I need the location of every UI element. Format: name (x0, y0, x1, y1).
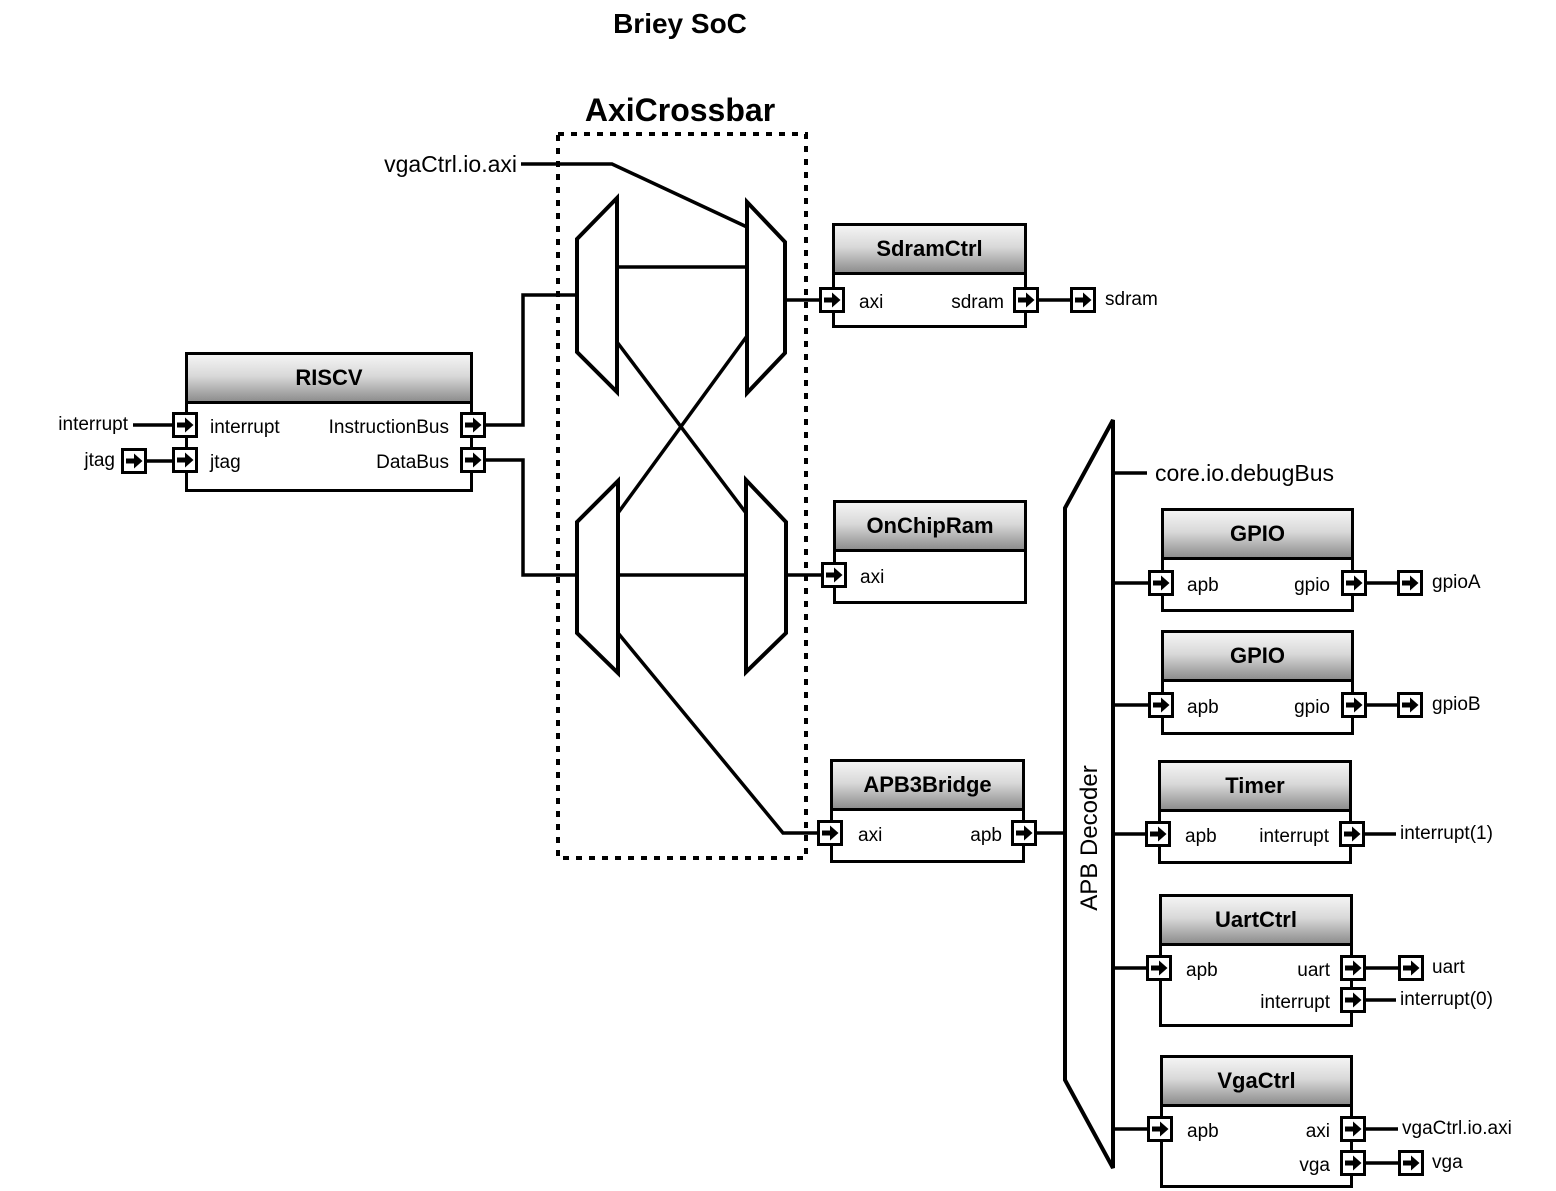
block-sdramctrl-title: SdramCtrl (835, 226, 1024, 275)
sdramctrl-port-label-sdram: sdram (951, 292, 1004, 313)
crossbar-shapes (575, 193, 1115, 1169)
block-uartctrl: UartCtrl apb uart interrupt (1159, 894, 1353, 1027)
ext-label-uart-out: uart (1432, 957, 1465, 978)
block-uartctrl-title: UartCtrl (1162, 897, 1350, 946)
gpio-a-port-label-gpio: gpio (1294, 575, 1330, 596)
apb-decoder-label: APB Decoder (1076, 765, 1103, 911)
ibus-demux-shape (575, 193, 619, 397)
ext-label-core-io-debugbus: core.io.debugBus (1155, 460, 1335, 486)
ext-label-interrupt-in: interrupt (58, 414, 128, 435)
vgactrl-port-label-apb: apb (1187, 1121, 1219, 1142)
dbus-demux-shape (575, 476, 620, 678)
block-riscv: RISCV interrupt jtag InstructionBus Data… (185, 352, 473, 492)
uartctrl-port-label-interrupt: interrupt (1260, 992, 1330, 1013)
page-title: Briey SoC (613, 8, 747, 39)
block-gpio-a: GPIO apb gpio (1161, 508, 1354, 612)
block-gpio-b-title: GPIO (1164, 633, 1351, 682)
ram-mux-shape (744, 475, 788, 677)
gpio-b-port-label-gpio: gpio (1294, 697, 1330, 718)
ext-label-timer-interrupt-out: interrupt(1) (1400, 823, 1493, 844)
ext-label-vga-axi-out: vgaCtrl.io.axi (1402, 1118, 1512, 1139)
block-gpio-a-title: GPIO (1164, 511, 1351, 560)
block-vgactrl: VgaCtrl apb axi vga (1160, 1055, 1353, 1188)
onchipram-port-label-axi: axi (860, 567, 885, 588)
sdramctrl-port-label-axi: axi (859, 292, 884, 313)
gpio-a-port-label-apb: apb (1187, 575, 1219, 596)
wire-vgactrl-axi-in (521, 162, 748, 229)
sdram-mux-shape (745, 196, 787, 399)
ext-sdram-port-icon (1070, 287, 1096, 313)
axicrossbar-dashed-box (556, 132, 808, 860)
timer-port-label-interrupt: interrupt (1259, 826, 1329, 847)
block-onchipram: OnChipRam axi (833, 500, 1027, 604)
wire-cross-ibus-to-ram (615, 340, 748, 515)
wire-cross-dbus-to-sdram (616, 334, 749, 515)
ext-label-gpioa-out: gpioA (1432, 572, 1481, 593)
ext-label-vga-out: vga (1432, 1152, 1463, 1173)
wire-dbus-to-bridge (616, 631, 817, 835)
ext-gpioa-port-icon (1397, 570, 1423, 596)
block-gpio-b: GPIO apb gpio (1161, 630, 1354, 735)
block-vgactrl-title: VgaCtrl (1163, 1058, 1350, 1107)
uartctrl-port-label-apb: apb (1186, 960, 1218, 981)
vgactrl-port-label-axi: axi (1305, 1121, 1330, 1142)
timer-port-label-apb: apb (1185, 826, 1217, 847)
riscv-port-label-databus: DataBus (376, 452, 449, 473)
block-timer: Timer apb interrupt (1158, 760, 1352, 864)
apb3bridge-port-label-axi: axi (858, 825, 883, 846)
ext-label-gpiob-out: gpioB (1432, 694, 1481, 715)
ext-gpiob-port-icon (1397, 692, 1423, 718)
ext-label-sdram-out: sdram (1105, 289, 1158, 310)
ext-uart-port-icon (1398, 955, 1424, 981)
uartctrl-port-label-uart: uart (1297, 960, 1330, 981)
vgactrl-port-label-vga: vga (1299, 1155, 1330, 1176)
block-apb3bridge-title: APB3Bridge (833, 762, 1022, 811)
ext-jtag-port-icon (121, 448, 147, 474)
block-apb3bridge: APB3Bridge axi apb (830, 759, 1025, 863)
ext-label-vgactrl-io-axi-in: vgaCtrl.io.axi (384, 151, 517, 177)
apb3bridge-port-label-apb: apb (970, 825, 1002, 846)
block-timer-title: Timer (1161, 763, 1349, 812)
gpio-b-port-label-apb: apb (1187, 697, 1219, 718)
wire-instructionbus (486, 293, 577, 427)
wire-databus (486, 458, 577, 577)
axicrossbar-title: AxiCrossbar (584, 92, 776, 128)
block-sdramctrl: SdramCtrl axi sdram (832, 223, 1027, 328)
block-onchipram-title: OnChipRam (836, 503, 1024, 552)
ext-label-uart-interrupt-out: interrupt(0) (1400, 989, 1493, 1010)
riscv-port-label-interrupt: interrupt (210, 417, 280, 438)
riscv-port-label-instructionbus: InstructionBus (328, 417, 449, 438)
ext-label-jtag-in: jtag (84, 450, 115, 471)
riscv-port-label-jtag: jtag (210, 452, 241, 473)
ext-vga-port-icon (1398, 1150, 1424, 1176)
block-riscv-title: RISCV (188, 355, 470, 404)
